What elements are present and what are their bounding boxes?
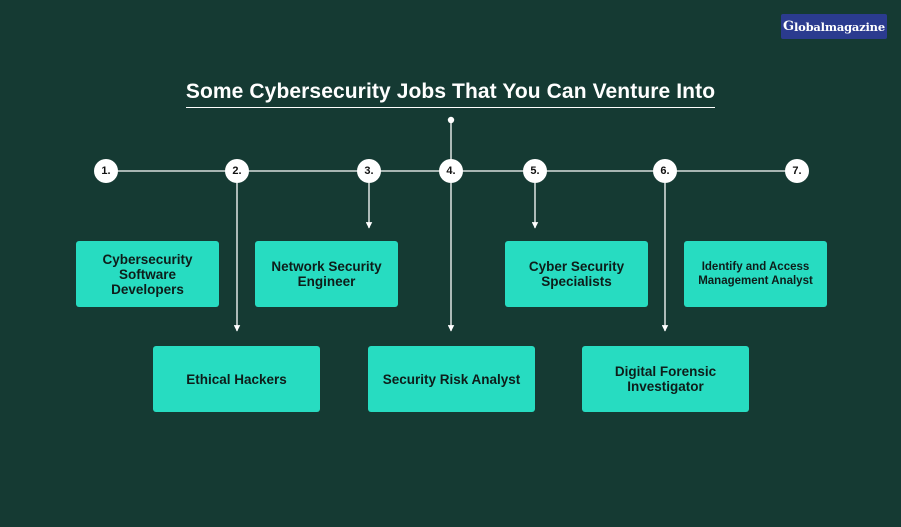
- logo-prefix: G: [783, 19, 794, 34]
- logo-text-a: lobal: [793, 19, 825, 34]
- page-title: Some Cybersecurity Jobs That You Can Ven…: [0, 80, 901, 108]
- step-number-4: 4.: [439, 159, 463, 183]
- job-box-3: Network Security Engineer: [255, 241, 398, 307]
- page-title-text: Some Cybersecurity Jobs That You Can Ven…: [185, 80, 716, 108]
- step-number-2: 2.: [225, 159, 249, 183]
- step-number-1: 1.: [94, 159, 118, 183]
- step-number-5: 5.: [523, 159, 547, 183]
- job-box-4: Security Risk Analyst: [368, 346, 535, 412]
- job-box-6: Digital Forensic Investigator: [582, 346, 749, 412]
- top-stem-dot: [447, 116, 455, 124]
- step-number-7: 7.: [785, 159, 809, 183]
- step-number-6: 6.: [653, 159, 677, 183]
- logo-text-b: magazine: [824, 19, 885, 34]
- job-box-5: Cyber Security Specialists: [505, 241, 648, 307]
- job-box-7: Identify and Access Management Analyst: [684, 241, 827, 307]
- step-number-3: 3.: [357, 159, 381, 183]
- job-box-2: Ethical Hackers: [153, 346, 320, 412]
- job-box-1: Cybersecurity Software Developers: [76, 241, 219, 307]
